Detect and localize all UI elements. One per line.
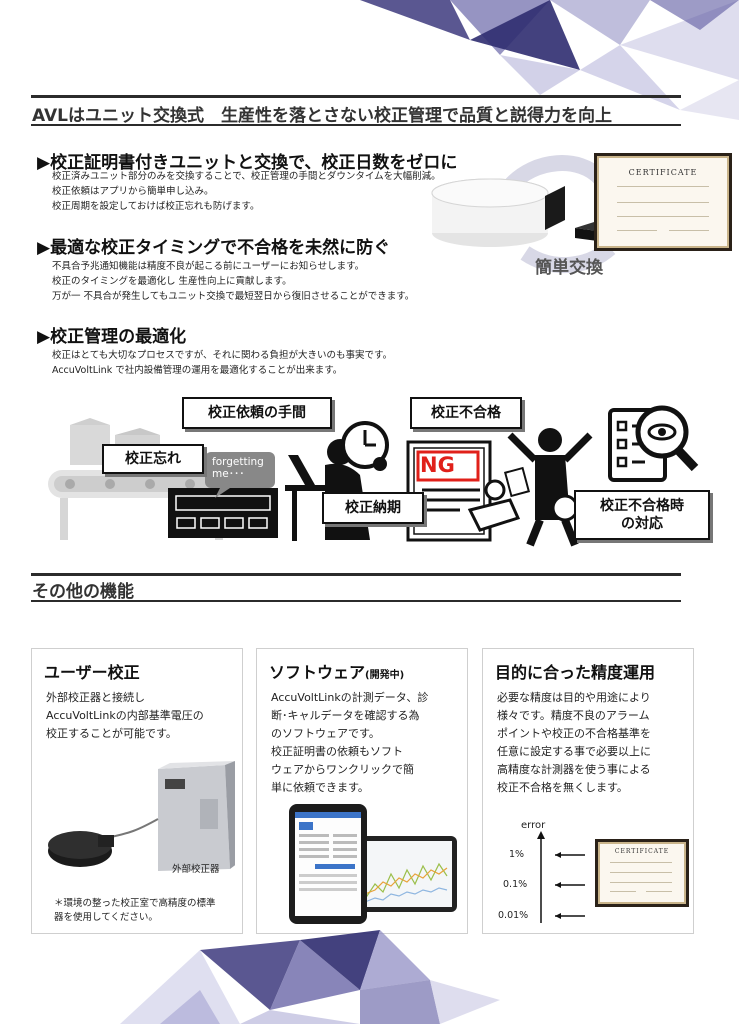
certificate-line — [610, 872, 672, 873]
card-text: 外部校正器と接続し AccuVoltLinkの内部基準電圧の 校正することが可能… — [46, 689, 204, 743]
card-title: 目的に合った精度運用 — [495, 663, 656, 682]
feature-1-line: 校正済みユニット部分のみを交換することで、校正管理の手間とダウンタイムを大幅削減… — [52, 171, 441, 182]
device-label: 外部校正器 — [172, 864, 220, 875]
certificate-line — [617, 216, 709, 217]
feature-text-2: 不具合予兆通知機能は精度不良が起こる前にユーザーにお知らせします。 校正のタイミ… — [52, 259, 414, 304]
card-line: 断･キャルデータを確認する為 — [271, 709, 420, 722]
card-text: AccuVoltLinkの計測データ、診 断･キャルデータを確認する為 のソフト… — [271, 689, 428, 797]
header-title: AVLはユニット交換式 生産性を落とさない校正管理で品質と説得力を向上 — [32, 106, 612, 126]
speech-bubble-line: forgetting — [212, 456, 264, 468]
callout-failure-response-line: の対応 — [621, 516, 663, 532]
feature-1-line: 校正依頼はアプリから簡単申し込み。 — [52, 186, 214, 197]
card-line: 単に依頼できます。 — [271, 781, 369, 794]
certificate-line — [646, 891, 672, 892]
card-title: ユーザー校正 — [44, 663, 140, 682]
card-line: 校正不合格を無くします。 — [497, 781, 628, 794]
card-title-text: ソフトウェア — [269, 663, 366, 682]
feature-2-line: 不具合予兆通知機能は精度不良が起こる前にユーザーにお知らせします。 — [52, 261, 365, 272]
card-title-suffix: (開発中) — [365, 670, 405, 681]
card-line: 任意に設定する事で必要以上に — [497, 745, 651, 758]
feature-heading-1: ▶校正証明書付きユニットと交換で、校正日数をゼロに — [37, 153, 458, 173]
card-line: 必要な精度は目的や用途により — [497, 691, 651, 704]
card-line: 外部校正器と接続し — [46, 691, 145, 704]
feature-heading-3: ▶校正管理の最適化 — [37, 327, 187, 347]
callout-deadline: 校正納期 — [322, 492, 424, 524]
external-calibrator-image — [48, 761, 235, 871]
card-line: 高精度な計測器を使う事による — [497, 763, 651, 776]
certificate-line — [617, 186, 709, 187]
callout-request-effort: 校正依頼の手間 — [182, 397, 332, 429]
certificate-line — [610, 882, 672, 883]
error-axis-label: error — [521, 820, 546, 831]
card-line: AccuVoltLinkの計測データ、診 — [271, 691, 429, 704]
card-text: 必要な精度は目的や用途により 様々です。精度不良のアラーム ポイントや校正の不合… — [497, 689, 651, 797]
card-line: 校正証明書の依頼もソフト — [271, 745, 403, 758]
software-screenshot — [289, 804, 457, 924]
other-title: その他の機能 — [32, 582, 134, 602]
feature-2-line: 万が一 不具合が発生してもユニット交換で最短翌日から復旧させることができます。 — [52, 291, 415, 302]
speech-bubble-line: me･･･ — [212, 468, 245, 480]
feature-3-line: AccuVoltLink で社内設備管理の運用を最適化することが出来ます。 — [52, 365, 343, 376]
feature-text-1: 校正済みユニット部分のみを交換することで、校正管理の手間とダウンタイムを大幅削減… — [52, 169, 441, 214]
certificate-line — [617, 230, 657, 231]
card-note: ＊環境の整った校正室で高精度の標準 器を使用してください。 — [54, 897, 216, 925]
other-rule-top — [31, 573, 681, 576]
certificate-line — [617, 202, 709, 203]
decorative-polygons-bottom — [120, 930, 500, 1024]
callout-failure: 校正不合格 — [410, 397, 522, 429]
card-line: ポイントや校正の不合格基準を — [497, 727, 651, 740]
decorative-polygons-top — [360, 0, 739, 120]
feature-3-line: 校正はとても大切なプロセスですが、それに関わる負担が大きいのも事実です。 — [52, 350, 393, 361]
card-user-calibration: ユーザー校正 外部校正器と接続し AccuVoltLinkの内部基準電圧の 校正… — [31, 648, 243, 934]
card-line: ウェアからワンクリックで簡 — [271, 763, 414, 776]
feature-1-line: 校正周期を設定しておけば校正忘れも防げます。 — [52, 201, 260, 212]
error-level: 1% — [509, 849, 525, 860]
card-line: AccuVoltLinkの内部基準電圧の — [46, 709, 204, 722]
callout-failure-response-line: 校正不合格時 — [600, 498, 684, 514]
exchange-label: 簡単交換 — [535, 258, 603, 278]
certificate-line — [610, 891, 636, 892]
card-note-line: 器を使用してください。 — [54, 912, 158, 923]
card-line: 校正することが可能です。 — [46, 727, 177, 740]
card-precision: 目的に合った精度運用 必要な精度は目的や用途により 様々です。精度不良のアラーム… — [482, 648, 694, 934]
error-axis — [537, 831, 585, 923]
error-level: 0.1% — [503, 879, 528, 890]
feature-2-line: 校正のタイミングを最適化し 生産性向上に貢献します。 — [52, 276, 292, 287]
feature-heading-2: ▶最適な校正タイミングで不合格を未然に防ぐ — [37, 238, 391, 258]
card-note-line: ＊環境の整った校正室で高精度の標準 — [54, 898, 216, 909]
certificate-line — [610, 862, 672, 863]
certificate-title: CERTIFICATE — [628, 168, 698, 177]
callout-failure-response: 校正不合格時 の対応 — [574, 490, 710, 540]
ng-text: NG — [420, 453, 455, 477]
callout-forgotten: 校正忘れ — [102, 444, 204, 474]
error-level: 0.01% — [498, 910, 529, 921]
card-line: 様々です。精度不良のアラーム — [497, 709, 650, 722]
other-rule-bottom — [31, 600, 681, 602]
feature-text-3: 校正はとても大切なプロセスですが、それに関わる負担が大きいのも事実です。 Acc… — [52, 348, 392, 378]
certificate-image: CERTIFICATE — [594, 153, 732, 251]
header-rule-top — [31, 95, 681, 98]
card-line: のソフトウェアです。 — [271, 727, 380, 740]
card-software: ソフトウェア(開発中) AccuVoltLinkの計測データ、診 断･キャルデー… — [256, 648, 468, 934]
header-rule-bottom — [31, 124, 681, 126]
speech-bubble-text: forgetting me･･･ — [212, 456, 264, 480]
card-title: ソフトウェア(開発中) — [269, 659, 404, 683]
certificate-image: CERTIFICATE — [595, 839, 689, 907]
certificate-title: CERTIFICATE — [614, 848, 670, 855]
certificate-line — [669, 230, 709, 231]
